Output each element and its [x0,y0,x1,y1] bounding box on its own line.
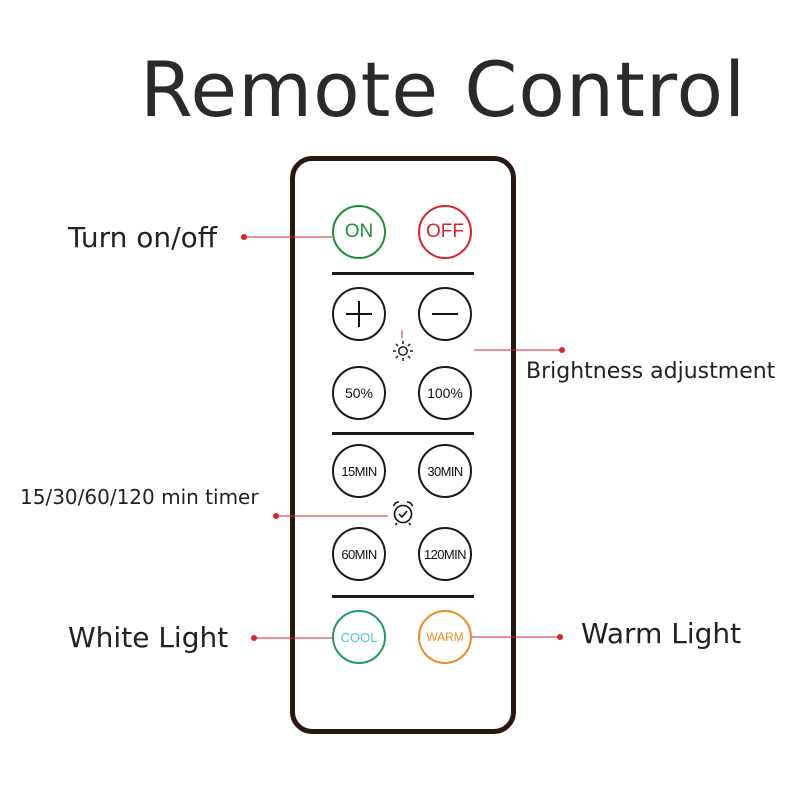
minus-icon [430,299,460,329]
callout-power-label: Turn on/off [68,221,217,254]
plus-icon [344,299,374,329]
timer-60-button[interactable]: 60MIN [332,527,386,581]
brightness-up-button[interactable] [332,287,386,341]
divider [332,272,474,275]
warm-light-button[interactable]: WARM [418,610,472,664]
callout-timer-label: 15/30/60/120 min timer [20,485,259,509]
timer-120-button[interactable]: 120MIN [418,527,472,581]
divider [332,595,474,598]
brightness-down-button[interactable] [418,287,472,341]
alarm-clock-icon [391,500,415,526]
brightness-100-button[interactable]: 100% [418,366,472,420]
on-button[interactable]: ON [332,205,386,259]
page-title: Remote Control [139,45,747,134]
callout-warm-label: Warm Light [581,617,742,650]
off-button[interactable]: OFF [418,205,472,259]
brightness-50-button[interactable]: 50% [332,366,386,420]
cool-light-button[interactable]: COOL [332,610,386,664]
divider [332,432,474,435]
timer-30-button[interactable]: 30MIN [418,444,472,498]
remote-body [290,156,516,734]
sun-brightness-icon [392,340,414,362]
timer-15-button[interactable]: 15MIN [332,444,386,498]
callout-brightness-label: Brightness adjustment [526,359,776,384]
callout-white-label: White Light [68,621,229,654]
